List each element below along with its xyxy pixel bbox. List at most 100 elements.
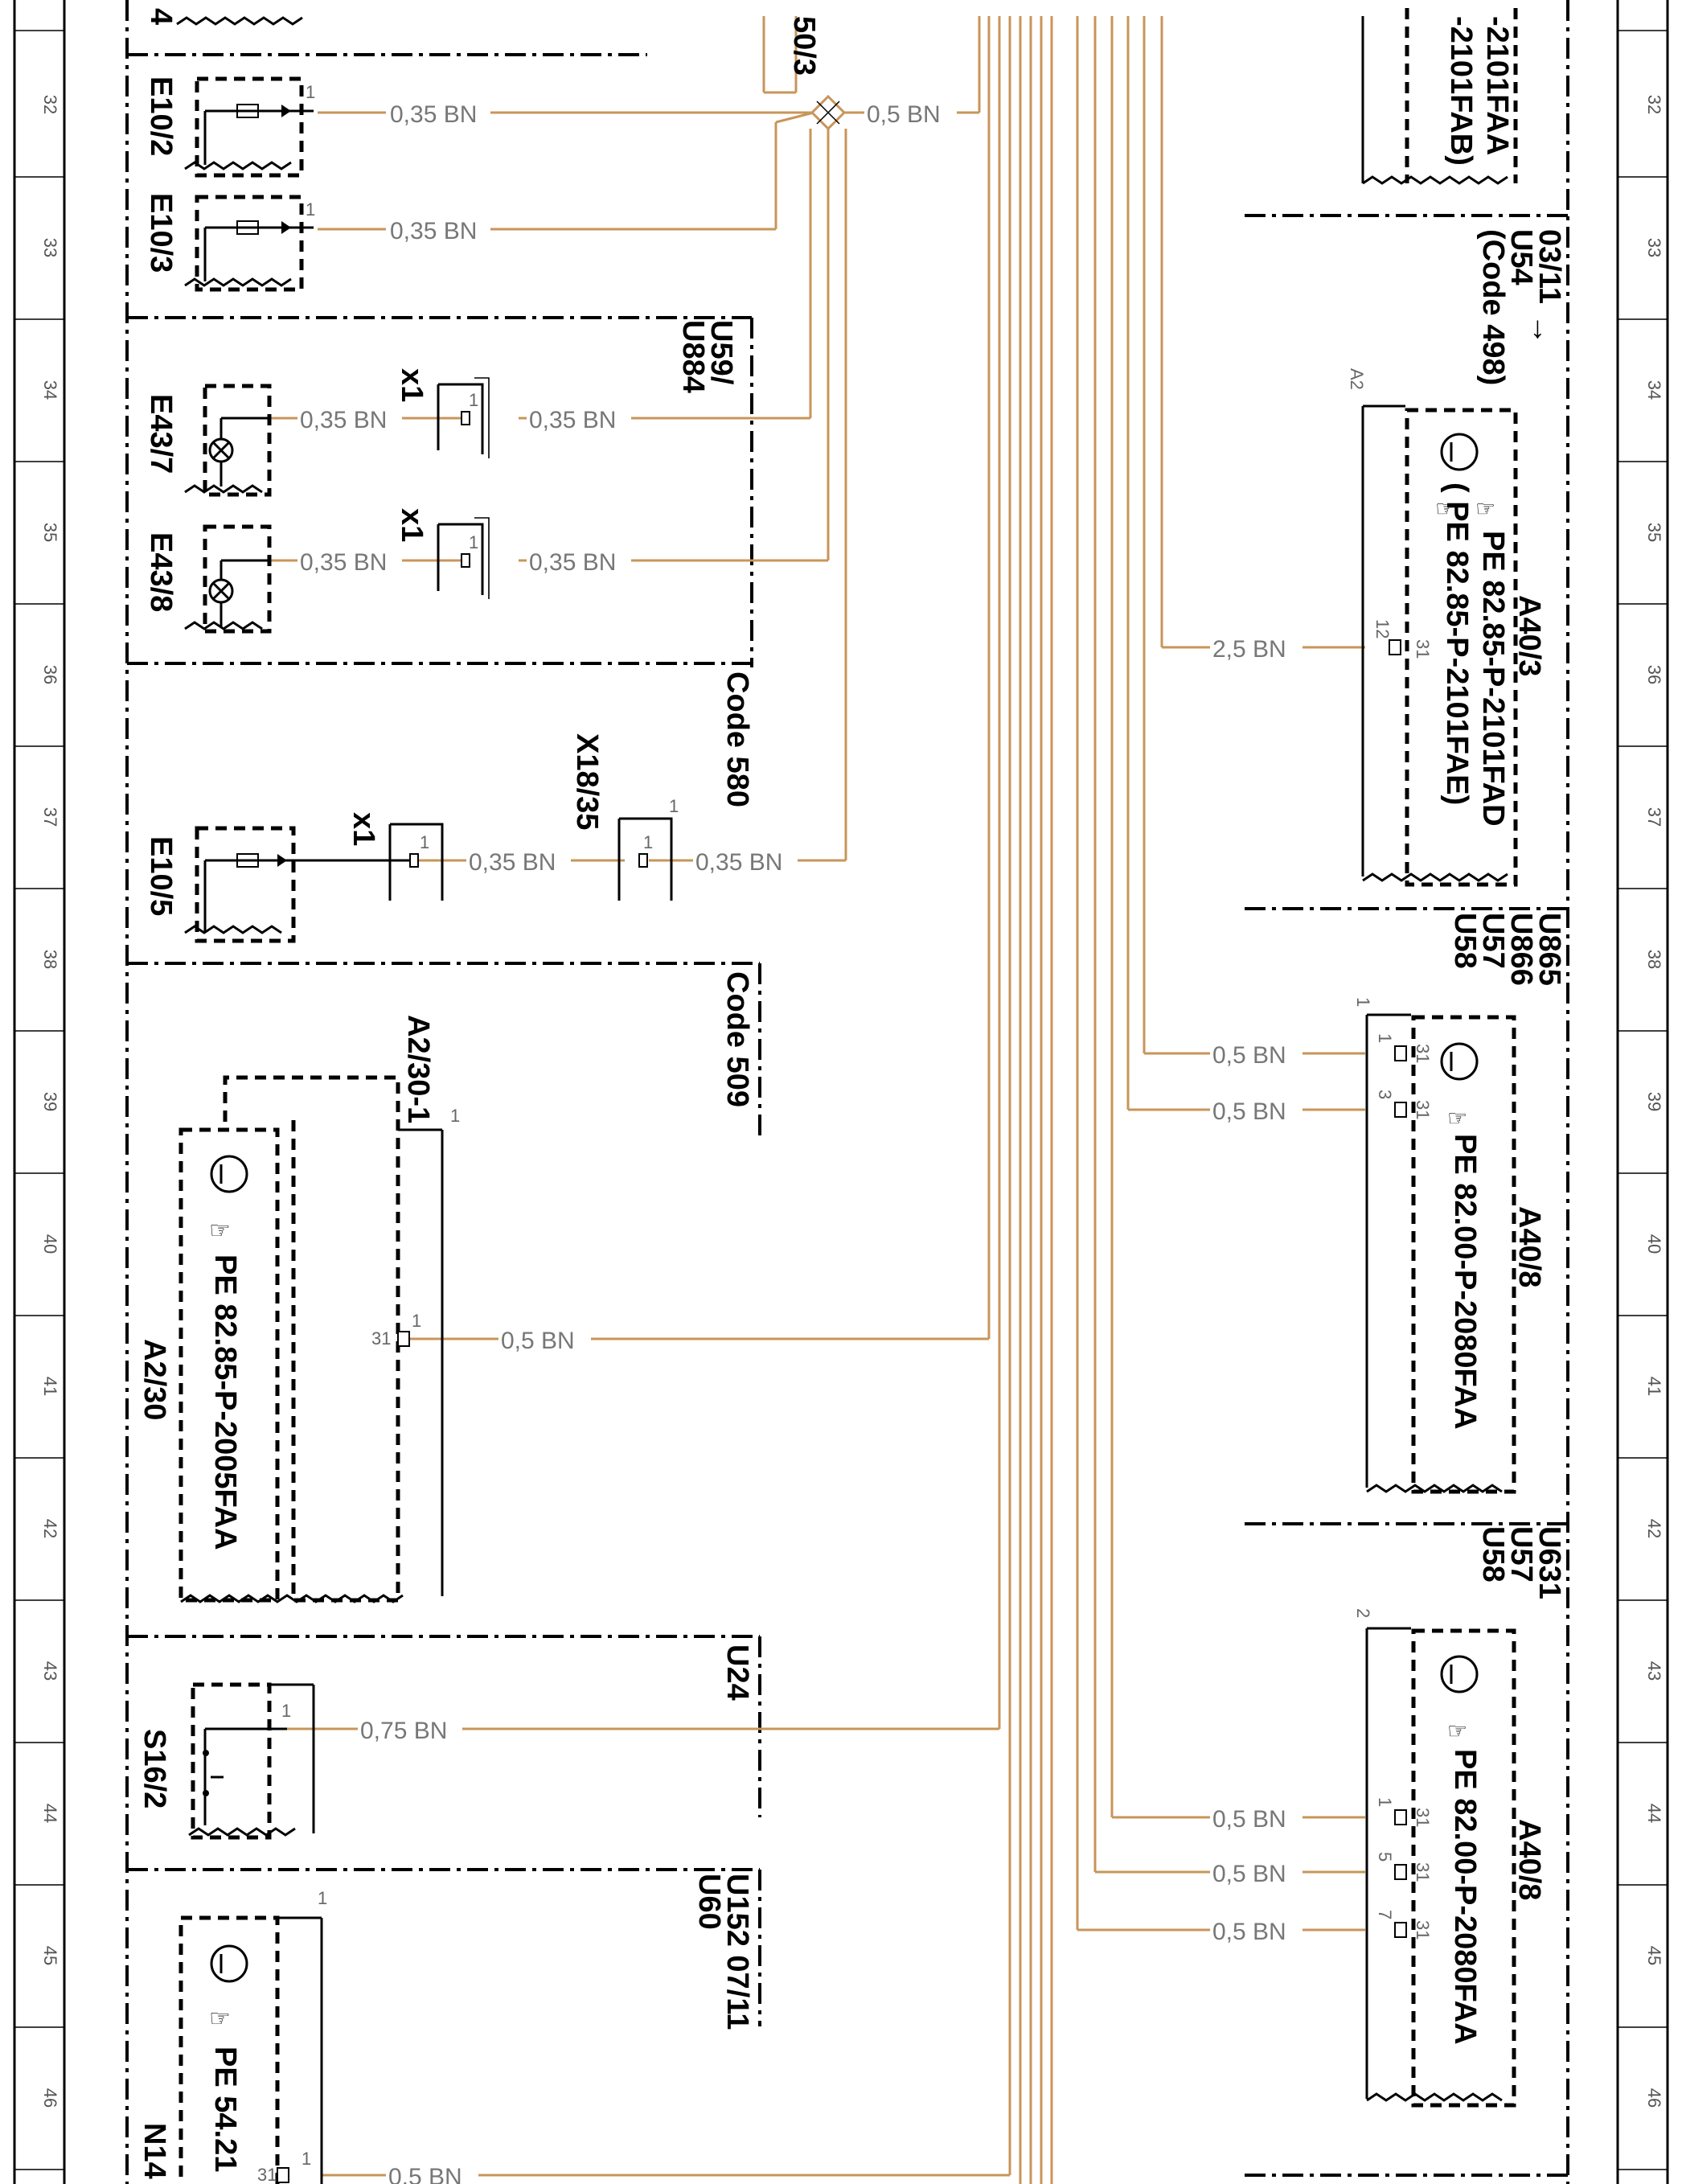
pin-number: 1 [302,2149,311,2169]
ruler-number: 44 [1644,1804,1664,1823]
right-section-borders [1245,0,1569,2184]
pin-number: 31 [1413,1862,1433,1882]
component-e10-3: E10/3 [144,193,314,292]
pin-number: 31 [1413,639,1433,659]
ruler-number: 33 [40,238,60,257]
pin-number: 5 [1375,1852,1395,1862]
ruler-number: 40 [40,1234,60,1254]
section-code: U57 [1504,1526,1538,1583]
section-code: U57 [1476,913,1510,969]
wire-size-label: 2,5 BN [1212,636,1286,663]
pin-number: 1 [281,1701,291,1721]
component-e43-8: E43/8 [144,524,272,634]
ruler-number: 37 [40,807,60,827]
ruler-number: 34 [1644,380,1664,400]
section-code: U24 [720,1644,754,1701]
pin-number: 1 [412,1311,421,1331]
wire-size-label: 0,35 BN [390,101,477,128]
section-code: U152 07/11 [720,1874,754,2030]
component-label: E43/7 [144,394,178,474]
ruler-number: 38 [40,950,60,969]
ruler-number: 45 [1644,1946,1664,1965]
wire-size-label: 0,35 BN [469,849,556,876]
component-label: A2/30 [137,1339,171,1420]
svg-text:☞: ☞ [1435,496,1455,521]
left-section-borders [125,0,761,2184]
top-fragment-label: 4 [144,8,178,25]
connector-label: x1 [395,508,429,542]
right-ruler [1616,0,1669,2184]
pin-number: 31 [1413,1100,1433,1119]
connector-x1-b: x1 [395,508,490,599]
pin-number: 1 [318,1888,327,1908]
ruler-number: 32 [40,95,60,114]
component-label: A40/8 [1512,1206,1546,1287]
wire-size-label: 0,35 BN [695,849,782,876]
section-code: Code 580 [720,671,754,807]
pin-number: 31 [371,1328,391,1349]
section-code: U884 [676,320,710,393]
section-code: U58 [1476,1526,1510,1583]
ruler-number: 35 [40,523,60,542]
wire-size-label: 0,35 BN [300,549,387,576]
component-a40-3: ☞ ☞ PE 82.85-P-2101FAD ( PE 82.85-P-2101… [1347,368,1546,887]
pin-number: 1 [469,532,478,552]
component-e10-5: E10/5 [144,826,418,943]
reference-label: -2101FAA [1480,16,1514,155]
svg-text:☞: ☞ [1447,1718,1467,1743]
ruler-number: 38 [1644,950,1664,969]
ruler-number: 43 [40,1661,60,1681]
pin-number: 31 [1413,1920,1433,1940]
pin-number: 1 [669,796,679,816]
section-code: (Code 498) [1476,229,1510,385]
ruler-number: 42 [1644,1519,1664,1538]
reference-label: ( PE 82.85-P-2101FAE) [1440,482,1474,805]
ruler-number: 42 [40,1519,60,1538]
connector-x1-a: x1 [395,368,490,458]
ruler-number: 36 [40,665,60,684]
pin-number: 12 [1372,619,1393,638]
pin-number: 1 [1375,1797,1395,1807]
ruler-number: 40 [1644,1234,1664,1254]
reference-label: PE 82.00-P-2080FAA [1448,1134,1482,1430]
component-e10-2: E10/2 [144,76,314,178]
section-code: U865 [1532,913,1566,986]
component-label: A2 [1347,368,1367,390]
svg-text:☞: ☞ [209,2005,231,2032]
ruler-number: 41 [1644,1377,1664,1396]
wire-size-label: 0,5 BN [1212,1919,1286,1945]
ruler-number: 32 [1644,95,1664,114]
reference-label: PE 54.21 [208,2046,242,2172]
ruler-number: 36 [1644,665,1664,684]
component-top-right-fragment: -2101FAA -2101FAB) [1361,8,1518,185]
ruler-number: 41 [40,1377,60,1396]
ruler-number: 43 [1644,1661,1664,1681]
wire-size-label: 0,5 BN [501,1328,575,1354]
section-code: U60 [692,1874,726,1930]
component-label: A40/8 [1512,1819,1546,1900]
wire-size-label: 0,35 BN [390,218,477,244]
reference-label: PE 82.85-P-2101FAD [1476,531,1510,827]
pin-number: 3 [1375,1090,1395,1099]
wire-size-label: 0,5 BN [1212,1806,1286,1833]
section-code: U58 [1448,913,1482,969]
svg-text:☞: ☞ [1475,496,1495,521]
wire-size-label: 0,35 BN [300,407,387,433]
ruler-number: 39 [40,1092,60,1111]
ruler-number: 44 [40,1804,60,1823]
ruler-number: 46 [40,2088,60,2108]
reference-label: PE 82.00-P-2080FAA [1448,1749,1482,2045]
component-label: A40/3 [1512,595,1546,676]
pin-number: 1 [1375,1033,1395,1043]
component-label: E10/3 [144,193,178,273]
connector-x18-35: X18/35 [570,733,673,901]
left-ruler [13,0,66,2184]
pin-number: 31 [1413,1808,1433,1827]
component-a40-8-a: ☞ PE 82.00-P-2080FAA A40/8 1 1 3 31 31 [1353,997,1546,1494]
wire-size-label: 0,5 BN [1212,1042,1286,1069]
component-n14: ☞ PE 54.21 N14 [137,1915,323,2184]
pin-number: 31 [257,2165,277,2184]
pin-number: 1 [469,390,478,410]
svg-text:☞: ☞ [209,1217,231,1244]
